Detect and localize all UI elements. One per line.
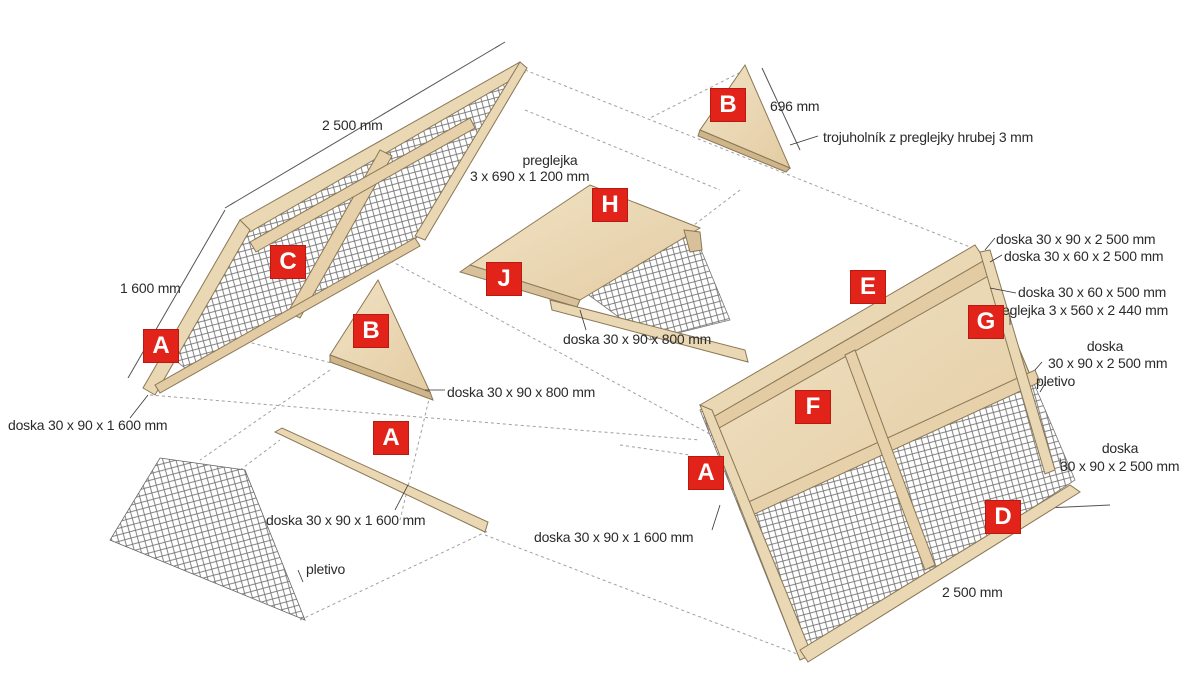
badge-a-left: A	[143, 329, 179, 363]
badge-g: G	[968, 305, 1004, 339]
mesh-left	[109, 457, 306, 621]
board-30x90x800-b: doska 30 x 90 x 800 mm	[447, 384, 596, 400]
mesh-label-right: pletivo	[1036, 373, 1076, 389]
badge-c: C	[270, 245, 306, 279]
board-30x90x2500-top: doska 30 x 90 x 2 500 mm	[996, 231, 1156, 247]
dimension-2500-top: 2 500 mm	[322, 117, 383, 133]
dimension-2500-bottom: 2 500 mm	[942, 584, 1003, 600]
plywood-name: preglejka	[522, 152, 578, 168]
badge-a-mid: A	[373, 421, 409, 455]
board-30x60x2500: doska 30 x 60 x 2 500 mm	[1004, 248, 1164, 264]
board-1600-left: doska 30 x 90 x 1 600 mm	[8, 417, 168, 433]
badge-e: E	[850, 270, 886, 304]
board-1600-right: doska 30 x 90 x 1 600 mm	[534, 529, 694, 545]
badge-b-mid: B	[353, 314, 389, 348]
leader-lines	[129, 135, 1063, 583]
triangle-note: trojuholník z preglejky hrubej 3 mm	[823, 129, 1034, 145]
badge-f: F	[795, 390, 831, 424]
badge-h: H	[592, 188, 628, 222]
board-30x60x500: doska 30 x 60 x 500 mm	[1018, 284, 1167, 300]
board-label-2: doska	[1101, 440, 1139, 456]
roof-frame-panel	[142, 61, 528, 396]
dimension-1600: 1 600 mm	[120, 280, 181, 296]
board-label-1: doska	[1086, 338, 1124, 354]
mesh-label-left: pletivo	[306, 561, 346, 577]
board-dims-1: 30 x 90 x 2 500 mm	[1048, 355, 1168, 371]
board-1600-mid: doska 30 x 90 x 1 600 mm	[266, 512, 426, 528]
board-a-mid	[273, 427, 489, 533]
plywood-3x560x2440: preglejka 3 x 560 x 2 440 mm	[990, 302, 1169, 318]
dimension-696: 696 mm	[770, 98, 820, 114]
badge-d: D	[985, 500, 1021, 534]
board-30x90x800-j: doska 30 x 90 x 800 mm	[563, 331, 712, 347]
badge-j: J	[486, 262, 522, 296]
badge-a-right: A	[688, 456, 724, 490]
assembly-guide-lines	[149, 69, 991, 656]
board-dims-2: 30 x 90 x 2 500 mm	[1060, 458, 1180, 474]
plywood-dims: 3 x 690 x 1 200 mm	[470, 168, 590, 184]
badge-b-top: B	[710, 88, 746, 122]
